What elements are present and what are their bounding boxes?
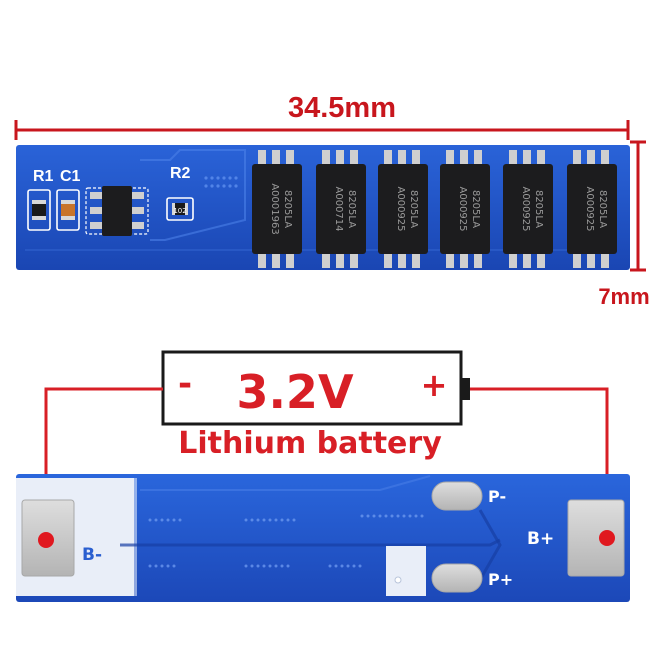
battery-minus-sign: - [177,364,193,404]
mosfet-chip: 8205LA A0001963 [252,150,302,268]
mosfet-chip: 8205LA A000925 [440,150,490,268]
pad-p-plus [431,563,483,593]
label-p-minus: P- [488,487,506,506]
chip-marking-line1: 8205LA [470,190,481,228]
battery-symbol [161,350,470,426]
via-grid [148,514,424,568]
mosfet-chip: 8205LA A000925 [567,150,617,268]
protection-ic [85,186,149,236]
chip-marking-line2: A000925 [584,186,595,231]
chip-marking-line1: 8205LA [597,190,608,228]
mosfet-chip: 8205LA A000714 [316,150,366,268]
chip-marking-line2: A000925 [457,186,468,231]
chip-marking-line1: 8205LA [282,190,293,228]
resistor-marking: 102 [173,207,186,215]
pad-b-plus [567,499,625,577]
silkscreen-c1: C1 [60,168,81,185]
mosfet-chip: 8205LA A000925 [503,150,553,268]
chip-marking-line1: 8205LA [346,190,357,228]
resistor-r2: 102 [166,197,194,221]
via-grid [204,176,238,188]
pcb-bottom-view: B- B+ P- P+ [16,474,630,602]
battery-caption: Lithium battery [178,426,442,461]
pad-b-minus [21,499,75,577]
silkscreen-r2: R2 [170,165,191,182]
chip-marking-line2: A000925 [395,186,406,231]
mosfet-chip: 8205LA A000925 [378,150,428,268]
silkscreen-r1: R1 [33,168,54,185]
chip-marking-line1: 8205LA [533,190,544,228]
width-dimension-label: 7mm [598,284,650,309]
battery-plus-sign: + [420,366,448,404]
chip-marking-line2: A000925 [520,186,531,231]
pad-p-minus [431,481,483,511]
chip-marking-line2: A000714 [333,186,344,231]
pcb-top-view: R1 C1 R2 [16,145,630,270]
chip-marking-line2: A0001963 [269,183,280,234]
test-point-pad [386,546,426,596]
resistor-r1 [27,189,51,231]
battery-voltage-label: 3.2V [236,365,354,419]
label-p-plus: P+ [488,570,513,589]
chip-marking-line1: 8205LA [408,190,419,228]
capacitor-c1 [56,189,80,231]
width-dimension-line [630,140,646,272]
label-b-plus: B+ [527,529,554,549]
length-dimension-label: 34.5mm [287,92,396,124]
length-dimension-line [14,120,630,140]
label-b-minus: B- [82,545,102,565]
